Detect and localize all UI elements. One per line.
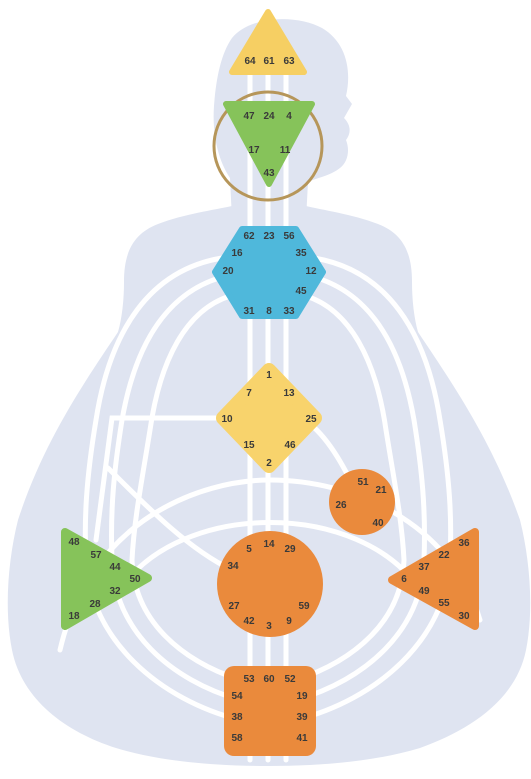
gate-label: 18 — [68, 611, 80, 622]
gate-label: 40 — [372, 518, 384, 529]
gate-label: 39 — [296, 712, 308, 723]
gate-label: 1 — [266, 370, 272, 381]
spleen-center-shape — [61, 528, 152, 630]
gate-label: 25 — [305, 414, 317, 425]
gate-label: 26 — [335, 500, 347, 511]
gate-labels: 64 61 63 47 24 4 17 11 43 62 23 56 16 35… — [68, 56, 470, 744]
gate-label: 45 — [295, 286, 307, 297]
channel-outer-left-2 — [108, 273, 243, 703]
gate-label: 28 — [89, 599, 101, 610]
gate-label: 20 — [222, 266, 234, 277]
gate-label: 2 — [266, 458, 272, 469]
gate-label: 44 — [109, 562, 121, 573]
gate-label: 24 — [263, 111, 275, 122]
gate-label: 35 — [295, 248, 307, 259]
gate-label: 41 — [296, 733, 308, 744]
channel-outer-left-1 — [82, 255, 243, 723]
gate-label: 38 — [231, 712, 243, 723]
gate-label: 63 — [283, 56, 295, 67]
gate-label: 8 — [266, 306, 272, 317]
gate-label: 43 — [263, 168, 275, 179]
ajna-center-shape — [223, 101, 315, 187]
gate-label: 37 — [418, 562, 430, 573]
solar-plexus-center-shape — [388, 528, 479, 630]
throat-center-shape — [212, 226, 326, 319]
gate-label: 6 — [401, 574, 407, 585]
gate-label: 58 — [231, 733, 243, 744]
gate-label: 52 — [284, 674, 296, 685]
gate-label: 13 — [283, 388, 295, 399]
gate-label: 14 — [263, 539, 275, 550]
gate-label: 31 — [243, 306, 255, 317]
gate-label: 3 — [266, 621, 272, 632]
gate-label: 19 — [296, 691, 308, 702]
gate-label: 23 — [263, 231, 275, 242]
gate-label: 21 — [375, 485, 387, 496]
gate-label: 62 — [243, 231, 255, 242]
gate-label: 33 — [283, 306, 295, 317]
sacral-center-shape — [217, 531, 323, 637]
gate-label: 46 — [284, 440, 296, 451]
gate-label: 57 — [90, 550, 102, 561]
gate-label: 60 — [263, 674, 275, 685]
gate-label: 36 — [458, 538, 470, 549]
gate-label: 16 — [231, 248, 243, 259]
gate-label: 11 — [280, 145, 291, 156]
gate-label: 61 — [263, 56, 275, 67]
gate-label: 12 — [305, 266, 317, 277]
gate-label: 7 — [246, 388, 252, 399]
gate-label: 29 — [284, 544, 296, 555]
gate-label: 47 — [243, 111, 255, 122]
gate-label: 49 — [418, 586, 430, 597]
channel-outer-right-1 — [293, 255, 454, 723]
root-center-shape — [224, 666, 316, 756]
ego-center-shape — [329, 469, 395, 535]
gate-label: 22 — [438, 550, 450, 561]
g-center-shape — [216, 363, 322, 473]
gate-label: 15 — [243, 440, 255, 451]
gate-label: 4 — [286, 111, 292, 122]
gate-label: 48 — [68, 537, 80, 548]
gate-label: 17 — [248, 145, 260, 156]
gate-label: 5 — [246, 544, 252, 555]
gate-label: 34 — [227, 561, 239, 572]
channel-spleen-to-sacral — [105, 465, 235, 573]
channel-g-to-spleen — [93, 415, 229, 543]
gate-label: 27 — [228, 601, 240, 612]
channel-outer-right-3 — [293, 293, 407, 683]
channel-outer-right-2 — [293, 273, 428, 703]
gate-label: 50 — [129, 574, 141, 585]
centers — [61, 9, 479, 756]
gate-label: 64 — [244, 56, 256, 67]
gate-label: 30 — [458, 611, 470, 622]
gate-label: 53 — [243, 674, 255, 685]
channel-crossing-arc — [117, 520, 423, 593]
gate-label: 51 — [357, 477, 369, 488]
gate-label: 55 — [438, 598, 450, 609]
gate-label: 54 — [231, 691, 243, 702]
gate-label: 42 — [243, 616, 255, 627]
gate-label: 56 — [283, 231, 295, 242]
head-center-shape — [229, 9, 307, 75]
gate-label: 32 — [109, 586, 121, 597]
gate-label: 10 — [221, 414, 233, 425]
ajna-highlight-ring — [212, 90, 324, 202]
gate-label: 9 — [286, 616, 292, 627]
gate-label: 59 — [298, 601, 310, 612]
